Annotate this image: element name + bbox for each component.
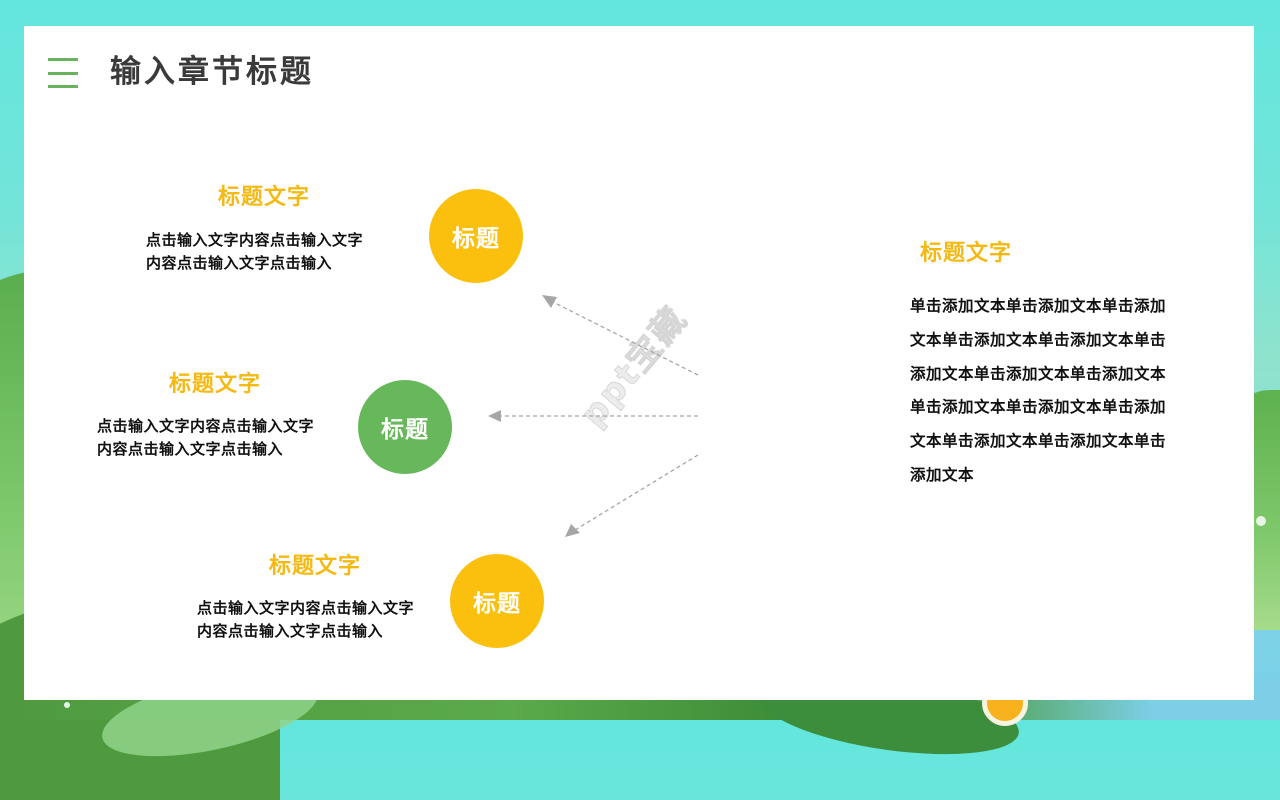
item-2-heading: 标题文字 xyxy=(169,372,262,397)
menu-icon-bar xyxy=(48,71,78,75)
menu-icon-bar xyxy=(48,85,78,88)
right-panel-body: 单击添加文本单击添加文本单击添加文本单击添加文本单击添加文本单击添加文本单击添加… xyxy=(910,297,1167,484)
item-1-heading: 标题文字 xyxy=(218,185,311,210)
item-2-circle-label: 标题 xyxy=(381,417,429,443)
item-1-body: 点击输入文字内容点击输入文字内容点击输入文字点击输入 xyxy=(146,231,364,272)
background-dot xyxy=(64,702,70,708)
item-3-circle[interactable]: 标题 xyxy=(450,554,544,648)
item-3-heading: 标题文字 xyxy=(269,554,362,579)
hamburger-menu-icon[interactable] xyxy=(48,58,78,88)
item-1-circle-label: 标题 xyxy=(452,226,500,252)
background-dot xyxy=(1256,516,1266,526)
item-1-circle[interactable]: 标题 xyxy=(429,189,523,283)
right-panel-heading: 标题文字 xyxy=(920,241,1013,266)
item-3-circle-label: 标题 xyxy=(473,591,521,617)
item-2-circle[interactable]: 标题 xyxy=(358,380,452,474)
item-2-body: 点击输入文字内容点击输入文字内容点击输入文字点击输入 xyxy=(97,417,315,458)
page-title: 输入章节标题 xyxy=(110,54,314,90)
menu-icon-bar xyxy=(48,58,78,61)
item-3-body: 点击输入文字内容点击输入文字内容点击输入文字点击输入 xyxy=(197,599,415,640)
